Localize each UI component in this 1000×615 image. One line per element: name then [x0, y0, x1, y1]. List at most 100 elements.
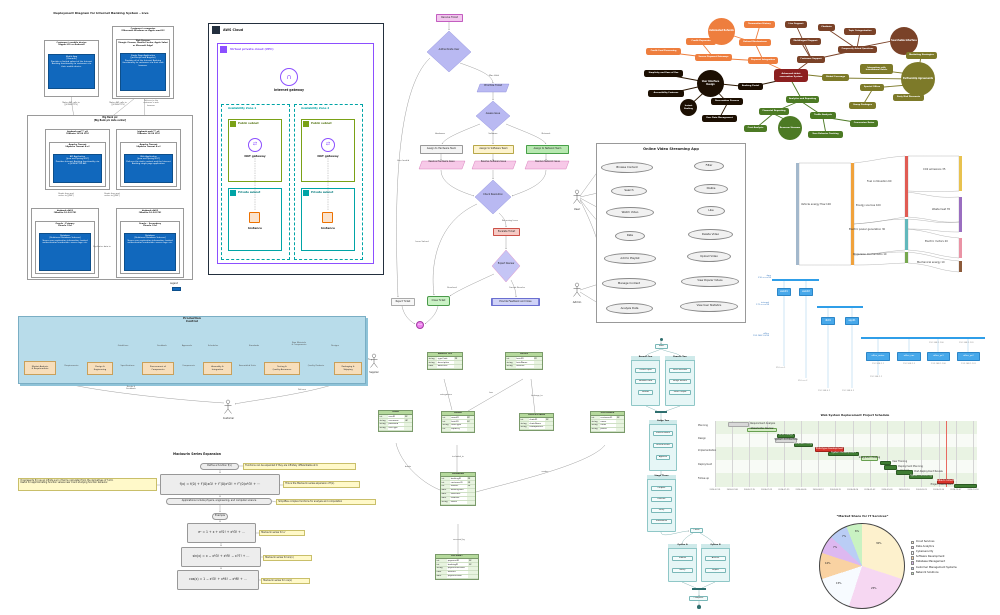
table-cell: userID — [388, 415, 396, 418]
192-168-1-2: 192.168.1.2 — [902, 363, 916, 365]
gantt-section-design: Design — [698, 437, 706, 440]
gantt-today-line — [946, 421, 947, 487]
usecase-like: Like — [697, 206, 725, 216]
table-cell — [533, 365, 542, 369]
books: books — [404, 466, 412, 468]
feedback: Feedback — [157, 345, 167, 347]
sankey-node-propulsion-mechanisms — [905, 252, 908, 263]
table-cell: description — [437, 361, 450, 364]
table-cell — [467, 500, 475, 504]
gantt-task-requirement-analysis — [728, 422, 749, 427]
state-start-dot — [659, 338, 663, 341]
sankey-node-mechanical-energy — [959, 261, 962, 272]
table-cell: int — [442, 428, 451, 431]
instant-booking: Instant Booking — [680, 99, 697, 116]
edge — [476, 83, 510, 93]
gantt-date: 2024-09-02 — [864, 488, 876, 491]
guidelines: Guidelines — [117, 345, 129, 347]
edge — [432, 203, 478, 296]
secure-payment-gateways: Secure Payment Gateways — [695, 54, 732, 61]
label-customers-computer: Customer's computer [Microsoft Windows o… — [121, 28, 165, 33]
table-cell: PK — [533, 357, 542, 361]
table-cell: PK — [616, 416, 624, 420]
gantt-task-system-architecture: System Architecture — [774, 437, 798, 443]
public-subnet-2 — [301, 119, 355, 182]
quality-products: Quality Products — [307, 365, 325, 367]
flow-assign-network: Assign to Network Team — [526, 145, 569, 154]
flow-end: End — [416, 321, 424, 329]
reservation-process: Reservation Process — [711, 98, 743, 105]
edge — [475, 444, 606, 493]
replicates-data-to: Replicates data to — [93, 246, 111, 248]
gantt-band — [715, 421, 977, 434]
gantt-task-label: User Training — [892, 460, 908, 464]
edge — [660, 348, 681, 357]
maclaurin-title: Maclaurin Series Expansion — [173, 452, 221, 456]
usecase-delete-video: Delete Video — [688, 229, 733, 240]
stage-three: Stage Three — [647, 475, 676, 480]
gantt-task-system-development: System Development — [828, 451, 859, 456]
gantt-task-draft-design: Draft Design — [777, 433, 795, 438]
topic-categorization: Topic Categorization — [844, 28, 876, 35]
actor-supplier-label: Supplier — [369, 371, 379, 374]
table-cell: status — [450, 501, 457, 504]
nat-gateway: NAT gateway — [317, 154, 339, 158]
actor-admin-icon — [573, 282, 581, 297]
sankey-node-fuel-combustion — [905, 156, 908, 217]
table-cell: paymentDate — [447, 575, 462, 578]
searchable-interface: Searchable Interface — [890, 27, 918, 55]
mac-note-1: Functions can be expanded if they are in… — [243, 463, 356, 470]
bigbank-api-x8-ubuntu-16-04-lts: bigbank-api*** x8 [Ubuntu 16.04 LTS] — [66, 131, 89, 136]
table-cell — [467, 489, 475, 492]
flow-authenticate-user: Authenticate User — [438, 48, 460, 51]
state-choice: Check — [690, 528, 703, 533]
sankey-link-electric-power-generation-waste-heat — [907, 218, 960, 233]
private-subnet-2 — [301, 188, 355, 251]
legend-swatch-customer-management-systems — [911, 566, 915, 570]
partnership-agreements: Partnership Agreements — [901, 62, 935, 96]
legend-label-software-development: Software Development — [915, 555, 945, 559]
aws-cloud-icon — [212, 26, 220, 34]
flow-expert-review: Expert Review — [497, 262, 515, 265]
mac-note-sin: Maclaurin series for sin(x) — [263, 555, 312, 561]
simplicity-and-ease-of-use: Simplicity and Ease of Use — [644, 70, 683, 77]
usecase-filter: Filter — [694, 161, 724, 171]
mac-ex: eˣ = 1 + x + x²⁄2! + x³⁄3! + ⋯ — [187, 523, 256, 543]
specifications: Specifications — [120, 365, 135, 367]
table-cell — [467, 496, 475, 500]
public-subnet-1 — [228, 119, 282, 182]
needs-feedback: Needs & Feedback — [126, 386, 136, 391]
usecase-view-stats: View User Statistics — [680, 301, 738, 312]
table-cell — [466, 428, 474, 431]
edge — [681, 581, 697, 589]
gantt-date: 2024-09-30 — [933, 488, 945, 491]
frequently-asked-questions: Frequently Asked Questions — [838, 46, 877, 53]
office-192-168-1-0-24: office 192.168.1.0/24 — [753, 333, 769, 338]
192-168-1-100: 192.168.1.100 — [929, 342, 944, 344]
legend-label-network-solutions: Network Solutions — [915, 570, 939, 574]
table-cell: string — [428, 357, 438, 361]
flow-resolve-network: Resolve Network Issue — [535, 160, 560, 163]
state-option-b — [701, 544, 730, 582]
user-behavior-tracking: User Behavior Tracking — [808, 131, 843, 138]
flow-assign-software: Assign to Software Team — [473, 145, 514, 154]
private-subnet: Private subnet — [311, 190, 334, 194]
approve: Approve — [656, 455, 670, 460]
table-cell: float — [428, 365, 438, 369]
gantt-date: 2024-07-15 — [743, 488, 755, 491]
transaction-history: Transaction History — [744, 21, 775, 28]
